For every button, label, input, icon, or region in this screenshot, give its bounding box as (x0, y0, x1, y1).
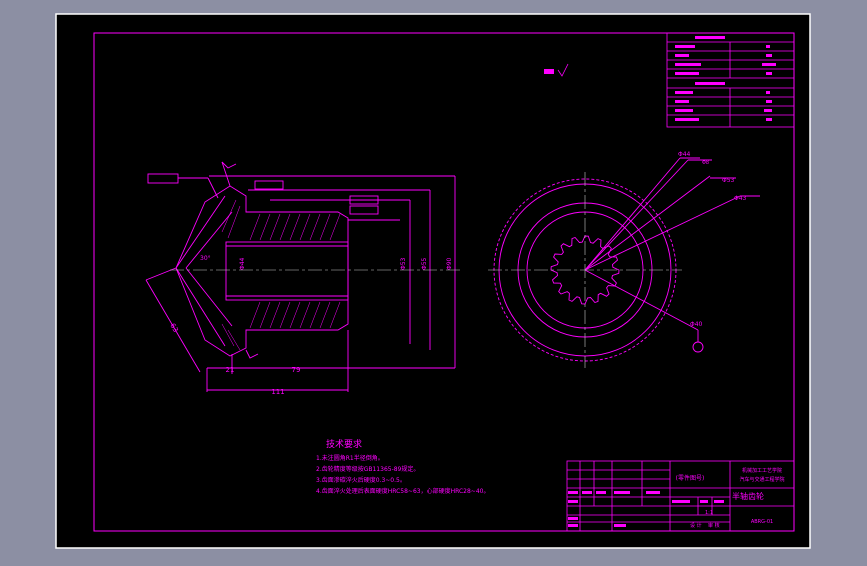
note-2: 2.齿轮精度等级按GB11365-89规定。 (316, 465, 419, 473)
drawing-no: ABRG-01 (751, 519, 773, 525)
drawing-sheet (55, 13, 811, 549)
dim-phi40-end: Φ40 (690, 321, 703, 328)
notes-title: 技术要求 (326, 438, 362, 450)
checker-row: 审 核 (708, 522, 720, 529)
school-name: 机械加工工艺学院 (742, 467, 782, 474)
drawing-number-label: (零件图号) (676, 474, 705, 482)
dim-111: 111 (271, 388, 284, 396)
dim-79: 79 (292, 366, 301, 374)
parameter-table (666, 32, 795, 128)
part-name: 半轴齿轮 (732, 491, 764, 501)
designer-row: 设 计 (690, 522, 702, 529)
roughness-symbol (544, 63, 569, 77)
dim-21: 21 (226, 366, 235, 374)
title-block (566, 460, 795, 532)
dim-phi55-vert: Φ55 (421, 257, 428, 270)
parameter-table-marks (675, 36, 776, 121)
title-block-marks (568, 491, 724, 527)
note-1: 1.未注圆角R1半径倒角。 (316, 454, 384, 462)
dim-phi44-end: Φ44 (678, 151, 691, 158)
dim-63: 63 (168, 322, 179, 334)
note-4: 4.齿面淬火处理后表面硬度HRC58~63，心部硬度HRC28~40。 (316, 487, 489, 495)
inner-border (93, 32, 795, 532)
dim-angle: 30° (200, 255, 211, 262)
note-3: 3.齿面渗碳淬火后硬度0.3~0.5。 (316, 476, 406, 484)
dim-phi43-end: Φ43 (734, 195, 747, 202)
dim-phi44-bore: Φ44 (239, 257, 246, 270)
dim-phi8-end: Φ8 (702, 160, 709, 166)
dim-phi90-vert: Φ90 (446, 257, 453, 270)
dim-phi53-end: Φ53 (722, 177, 735, 184)
school-name-2: 汽车与交通工程学院 (739, 476, 784, 483)
scale-value: 1:1 (705, 510, 713, 516)
dim-phi53-vert: Φ53 (400, 257, 407, 270)
gear-section-view (145, 161, 456, 392)
section-hatching (221, 199, 341, 351)
